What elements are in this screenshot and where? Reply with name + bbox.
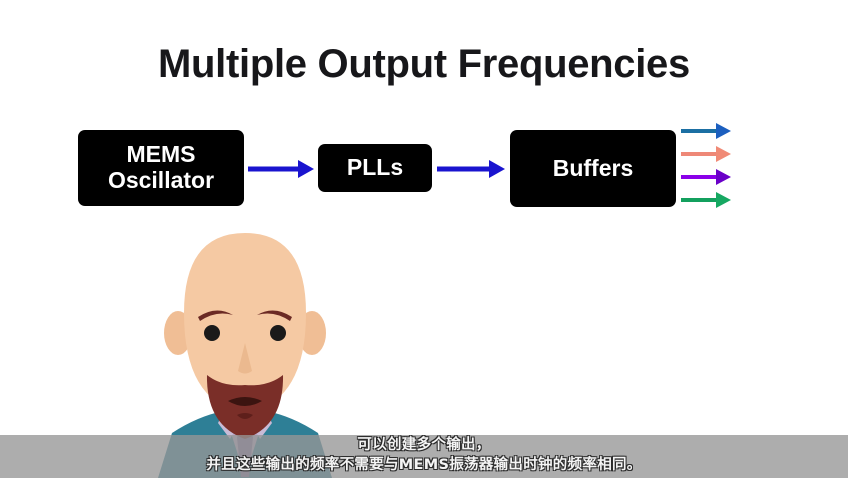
head-shape [184,233,306,413]
diagram-block-buffers: Buffers [510,130,676,207]
nose-shape [238,343,252,374]
output-arrow-1 [681,123,731,139]
subtitle-line-2: 并且这些输出的频率不需要与MEMS振荡器输出时钟的频率相同。 [206,457,642,474]
mouth-shape [228,397,262,406]
eyebrow-right [257,310,292,321]
connector-arrow-plls-to-buffers [437,159,505,179]
connector-arrowhead [489,160,505,178]
eye-right [270,325,286,341]
connector-shaft [437,166,491,172]
diagram-block-plls: PLLs [318,144,432,192]
diagram-block-mems-oscillator: MEMS Oscillator [78,130,244,206]
beard-shape [206,375,284,439]
output-arrow-3 [681,169,731,185]
page-title: Multiple Output Frequencies [158,42,690,86]
output-shaft [681,152,716,156]
connector-arrow-mems-to-plls [248,159,314,179]
output-arrow-4 [681,192,731,208]
eye-left [204,325,220,341]
block-label-line2: Oscillator [107,167,215,193]
connector-shaft [248,166,300,172]
output-shaft [681,198,716,202]
chin-shading [237,413,253,419]
subtitle-overlay-bar [0,435,848,478]
output-shaft [681,175,716,179]
block-label-buffers: Buffers [552,154,634,181]
output-arrowhead [716,146,731,162]
output-arrowhead [716,123,731,139]
subtitle-text: 可以创建多个输出， 并且这些输出的频率不需要与MEMS振荡器输出时钟的频率相同。 [0,435,848,476]
eyebrow-left [198,310,233,321]
output-arrowhead [716,192,731,208]
output-shaft [681,129,716,133]
output-arrowhead [716,169,731,185]
block-label-line1: MEMS [126,141,196,168]
subtitle-line-1: 可以创建多个输出， [357,436,491,453]
block-label-plls: PLLs [346,154,404,181]
output-arrow-2 [681,146,731,162]
connector-arrowhead [298,160,314,178]
